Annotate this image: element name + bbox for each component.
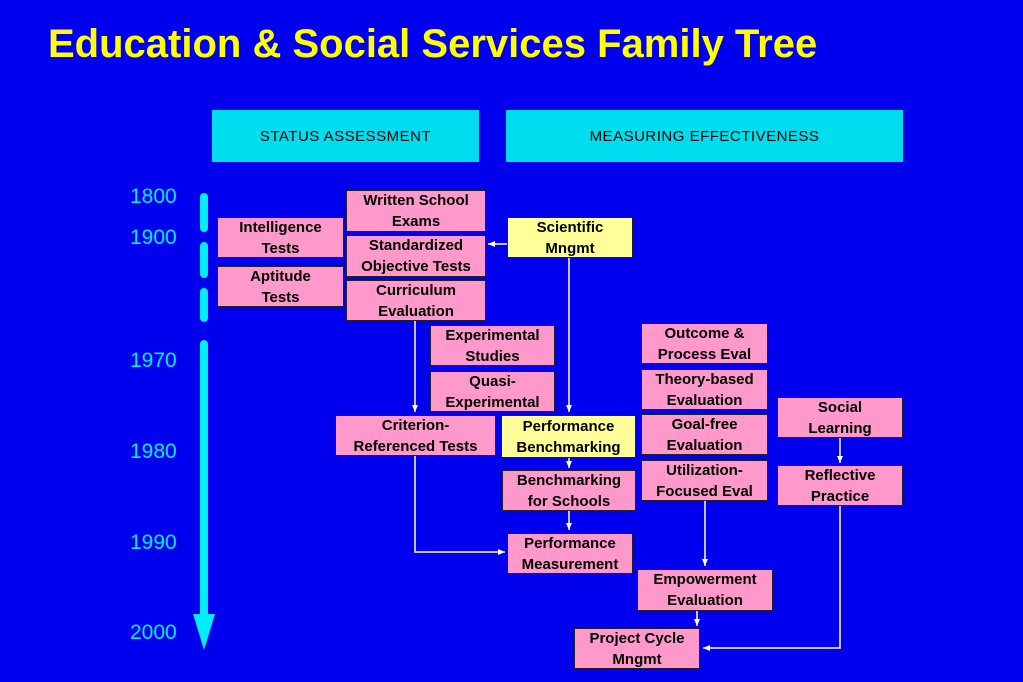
- node-goal-free-evaluation: Goal-free Evaluation: [641, 414, 768, 455]
- node-reflective-practice: Reflective Practice: [777, 465, 903, 506]
- node-performance-measurement: Performance Measurement: [507, 533, 633, 574]
- node-scientific-mngmt: Scientific Mngmt: [507, 217, 633, 258]
- connector-reflective-to-project: [703, 506, 841, 651]
- node-performance-benchmarking: Performance Benchmarking: [501, 415, 636, 458]
- year-label-1990: 1990: [130, 531, 177, 554]
- year-label-2000: 2000: [130, 621, 177, 644]
- node-aptitude-tests: Aptitude Tests: [217, 266, 344, 307]
- node-empowerment-evaluation: Empowerment Evaluation: [637, 569, 773, 611]
- status-assessment-header: STATUS ASSESSMENT: [212, 110, 479, 162]
- year-label-1800: 1800: [130, 185, 177, 208]
- node-social-learning: Social Learning: [777, 397, 903, 438]
- node-outcome-process-eval: Outcome & Process Eval: [641, 323, 768, 364]
- node-experimental-studies: Experimental Studies: [430, 325, 555, 366]
- connector-criterion-to-measurement: [414, 456, 505, 555]
- year-label-1980: 1980: [130, 440, 177, 463]
- node-criterion-referenced-tests: Criterion- Referenced Tests: [335, 415, 496, 456]
- node-theory-based-evaluation: Theory-based Evaluation: [641, 369, 768, 410]
- node-project-cycle-mngmt: Project Cycle Mngmt: [574, 628, 700, 669]
- node-quasi-experimental: Quasi- Experimental: [430, 371, 555, 412]
- node-utilization-focused-eval: Utilization- Focused Eval: [641, 460, 768, 501]
- page-title: Education & Social Services Family Tree: [48, 22, 818, 66]
- timeline-axis: [193, 193, 215, 650]
- year-label-1900: 1900: [130, 226, 177, 249]
- node-benchmarking-for-schools: Benchmarking for Schools: [502, 470, 636, 511]
- year-label-1970: 1970: [130, 349, 177, 372]
- measuring-effectiveness-header: MEASURING EFFECTIVENESS: [506, 110, 903, 162]
- node-intelligence-tests: Intelligence Tests: [217, 217, 344, 258]
- timeline-arrowhead: [193, 614, 215, 650]
- node-standardized-objective-tests: Standardized Objective Tests: [346, 235, 486, 277]
- node-curriculum-evaluation: Curriculum Evaluation: [346, 280, 486, 321]
- node-written-school-exams: Written School Exams: [346, 190, 486, 232]
